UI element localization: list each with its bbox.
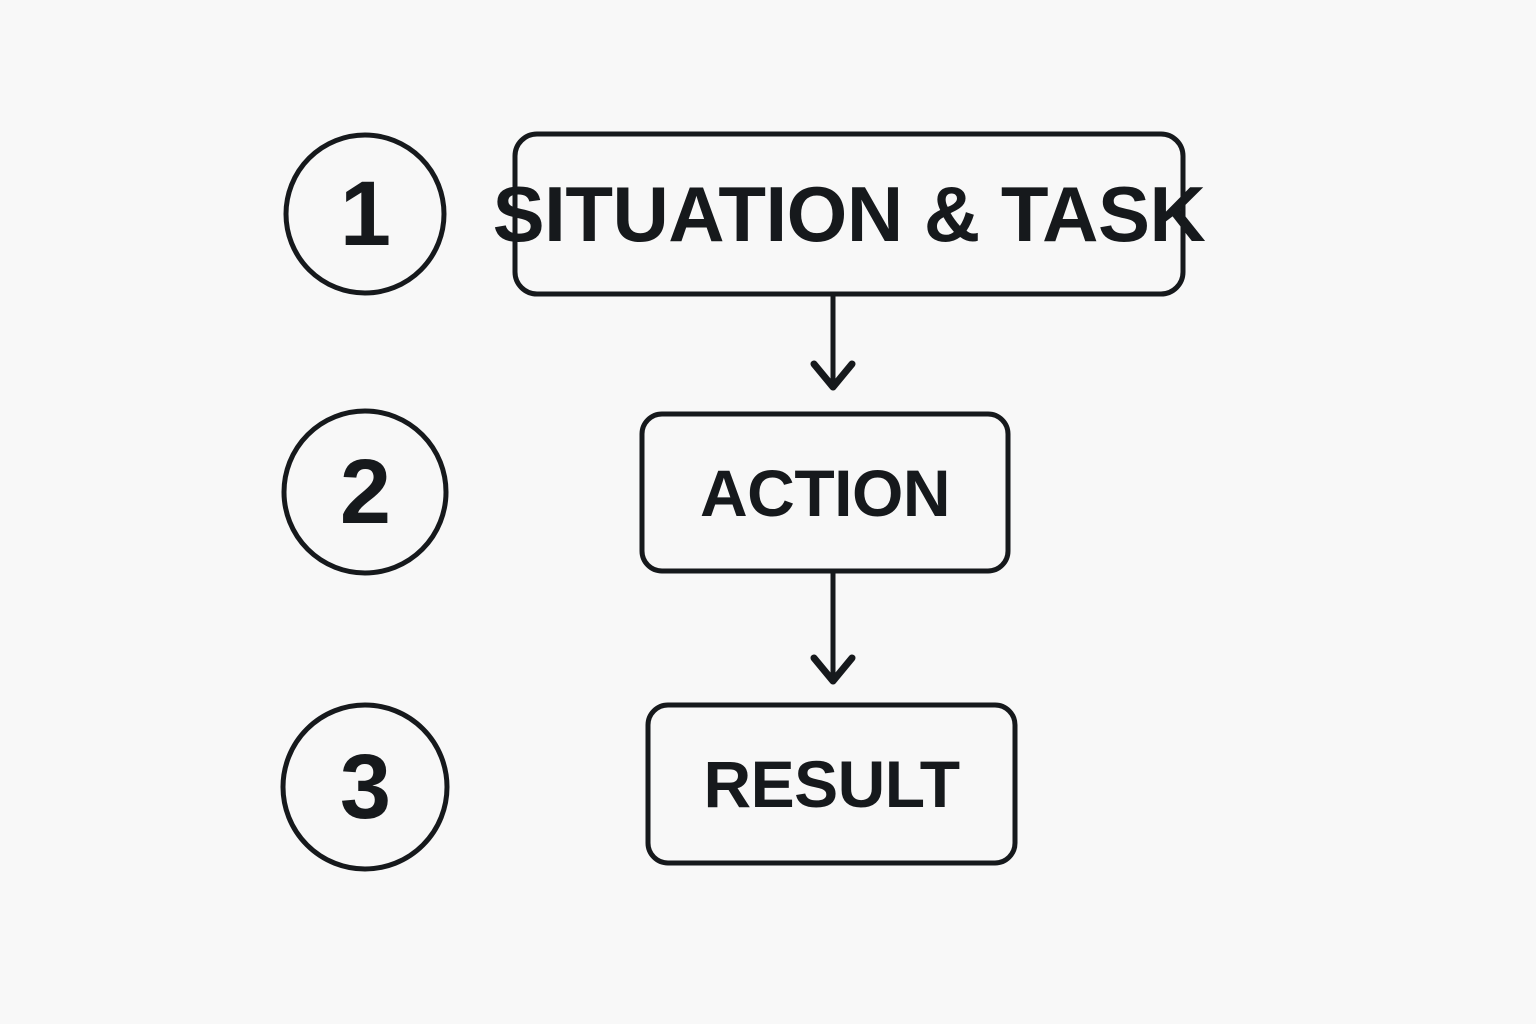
arrow-head-2 [810, 654, 856, 685]
process-box-label-situation-task: SITUATION & TASK [492, 170, 1206, 258]
step-circle-1[interactable] [283, 132, 447, 296]
process-box-outline-result[interactable] [645, 702, 1018, 866]
arrow-situation-to-action [810, 294, 856, 391]
step-number-2: 2 [339, 441, 391, 543]
step-circle-3[interactable] [280, 702, 450, 872]
step-marker-1[interactable]: 1 [286, 135, 444, 293]
process-box-outline-situation-task[interactable] [512, 131, 1186, 297]
process-box-label-action: ACTION [700, 455, 950, 530]
step-marker-3[interactable]: 3 [283, 705, 447, 869]
process-box-action[interactable]: ACTION [642, 414, 1008, 571]
step-number-3: 3 [339, 736, 391, 838]
step-circle-2[interactable] [281, 408, 449, 576]
process-box-situation-task[interactable]: SITUATION & TASK [493, 134, 1206, 294]
process-box-outline-action[interactable] [639, 411, 1011, 574]
arrow-head-1 [810, 360, 856, 391]
step-number-1: 1 [339, 163, 391, 265]
step-marker-2[interactable]: 2 [284, 411, 446, 573]
arrow-action-to-result [810, 571, 856, 685]
process-box-result[interactable]: RESULT [648, 705, 1015, 863]
process-box-label-result: RESULT [703, 747, 960, 821]
